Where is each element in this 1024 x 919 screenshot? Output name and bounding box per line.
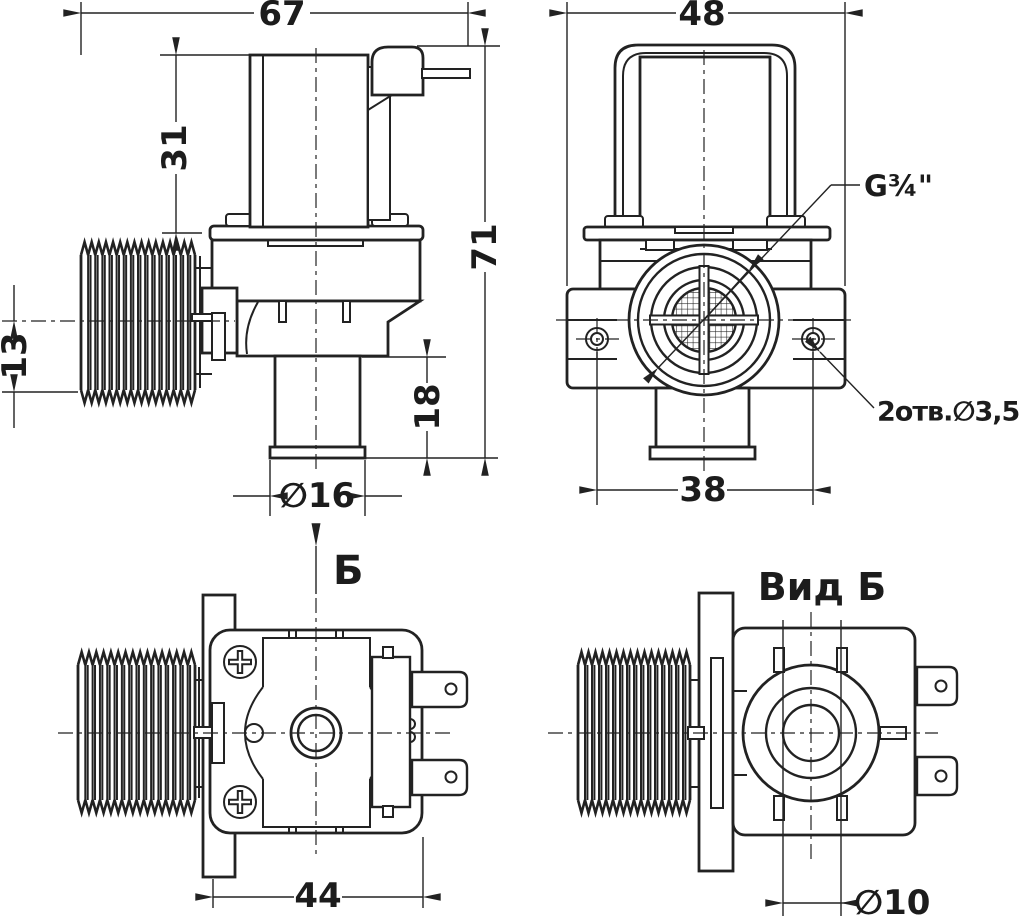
dim-label-31: 31 xyxy=(155,124,195,171)
phillips-screw-cross xyxy=(228,650,252,674)
holes-label: 2отв.∅3,5 xyxy=(877,397,1019,428)
clip-slot xyxy=(211,312,226,361)
coil-body xyxy=(638,55,772,229)
front-view: 48 38 G¾" 2отв.∅3,5 xyxy=(549,0,1020,510)
thread-callout: G¾" xyxy=(643,169,933,384)
outlet-tube xyxy=(273,354,362,449)
coil-body xyxy=(248,53,370,229)
thread-end-faces xyxy=(79,255,197,390)
dim-outlet-length: 18 xyxy=(362,339,448,476)
dim-hole-spacing: 38 xyxy=(579,352,831,510)
dim-label-44: 44 xyxy=(294,876,341,916)
dim-label-48: 48 xyxy=(678,0,725,34)
hole-crosshairs xyxy=(576,318,835,360)
terminal-hole xyxy=(934,769,948,783)
spade-terminal xyxy=(915,755,959,797)
connector-notch xyxy=(382,646,394,659)
dim-label-d16: ∅16 xyxy=(279,476,355,516)
dim-body-width: 44 xyxy=(195,837,441,916)
dim-label-71: 71 xyxy=(465,223,505,270)
dim-inlet-offset: 13 xyxy=(0,285,78,428)
connector-block xyxy=(370,655,412,809)
connector-notch xyxy=(382,805,394,818)
clip-pin xyxy=(191,313,213,322)
dim-label-18: 18 xyxy=(408,383,448,430)
body-boss xyxy=(645,239,675,251)
outlet-collar xyxy=(268,445,367,460)
view-b: Вид Б ∅10 xyxy=(548,565,959,919)
terminal-hole xyxy=(934,679,948,693)
body-edge-lines xyxy=(733,690,747,776)
connector-wire-line xyxy=(367,94,393,111)
body-tab xyxy=(342,300,351,323)
valve-lower-body xyxy=(235,299,425,358)
dim-width: 48 xyxy=(549,0,863,286)
view-arrow-label: Б xyxy=(333,548,364,594)
spade-terminal xyxy=(915,665,959,707)
top-view: Б 44 xyxy=(58,523,469,916)
body-tab xyxy=(278,300,287,323)
dim-overall-length: 67 xyxy=(63,0,486,55)
side-view: 67 31 71 13 18 xyxy=(0,0,505,516)
outlet-tube xyxy=(654,386,751,449)
outlet-collar xyxy=(648,445,757,461)
holes-callout: 2отв.∅3,5 xyxy=(804,336,1020,428)
terminal-hole xyxy=(444,770,458,784)
dim-outlet-diameter: ∅16 xyxy=(233,460,402,516)
dim-label-13: 13 xyxy=(0,332,35,379)
connector-blade xyxy=(421,68,471,79)
phillips-screw-cross xyxy=(228,790,252,814)
dim-label-d10: ∅10 xyxy=(854,883,930,919)
spade-terminal xyxy=(410,670,469,709)
dim-label-67: 67 xyxy=(258,0,305,34)
edge-tabs xyxy=(288,630,344,833)
pole-tab xyxy=(836,647,848,673)
dim-bore-diameter: ∅10 xyxy=(765,620,930,919)
coil-bracket-inner xyxy=(622,52,788,230)
pole-tab xyxy=(836,795,848,821)
dim-total-height: 71 xyxy=(365,28,505,476)
terminal-hole xyxy=(444,682,458,696)
pole-tab xyxy=(773,795,785,821)
spade-terminal xyxy=(410,758,469,797)
view-title: Вид Б xyxy=(758,565,886,609)
thread-transition xyxy=(690,679,699,788)
dim-coil-height: 31 xyxy=(155,37,250,251)
connector-housing xyxy=(370,45,425,97)
pole-tab xyxy=(773,647,785,673)
view-direction-arrow: Б xyxy=(311,523,364,594)
body-boss xyxy=(732,239,768,251)
inlet-thread-hatch xyxy=(79,237,197,408)
body-contour-line xyxy=(245,301,259,355)
dim-label-38: 38 xyxy=(679,470,726,510)
thread-size-label: G¾" xyxy=(864,169,933,203)
